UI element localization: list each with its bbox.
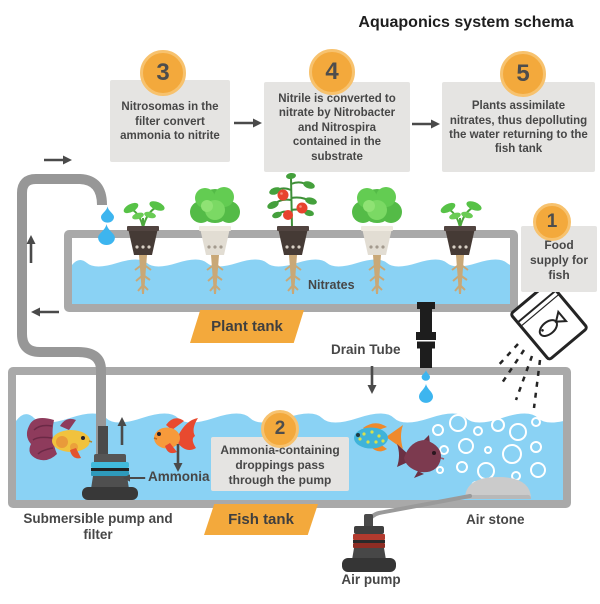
plant-tomato-icon bbox=[267, 172, 317, 294]
fish-guppy-icon bbox=[26, 418, 93, 461]
plant-lettuce-icon bbox=[190, 187, 240, 294]
water-drop-icon bbox=[101, 206, 114, 223]
drain-tube-icon bbox=[416, 302, 436, 403]
flow-arrow-left-icon bbox=[31, 307, 59, 317]
plant-tank-banner: Plant tank bbox=[190, 310, 304, 343]
step-1-badge: 1 bbox=[533, 203, 571, 241]
nitrates-label: Nitrates bbox=[308, 278, 355, 292]
step-4-badge: 4 bbox=[309, 49, 355, 95]
step-arrow-3-4-icon bbox=[234, 118, 262, 128]
step-5-badge: 5 bbox=[500, 51, 546, 97]
fish-blue-spotted-icon bbox=[354, 423, 403, 452]
step-5-box: Plants assimilate nitrates, thus depollu… bbox=[442, 82, 595, 172]
air-pump-icon bbox=[342, 514, 396, 572]
plant-seedling-icon bbox=[440, 201, 482, 294]
tank-arrow-up-icon bbox=[117, 417, 127, 445]
plant-lettuce-icon bbox=[352, 187, 402, 294]
step-2-badge: 2 bbox=[261, 410, 299, 448]
air-stone-label: Air stone bbox=[466, 512, 525, 527]
flow-arrow-right-icon bbox=[44, 155, 72, 165]
page-title: Aquaponics system schema bbox=[358, 14, 574, 31]
fish-tank-banner: Fish tank bbox=[204, 504, 318, 535]
pump-filter-icon bbox=[82, 426, 138, 500]
step-4-box: Nitrile is converted to nitrate by Nitro… bbox=[264, 82, 410, 172]
step-3-badge: 3 bbox=[140, 50, 186, 96]
submersible-pump-label: Submersible pump and filter bbox=[23, 511, 173, 542]
air-pump-label: Air pump bbox=[341, 572, 401, 587]
flow-arrow-up-icon bbox=[26, 235, 36, 263]
drain-arrow-down-icon bbox=[367, 366, 377, 394]
plant-seedling-icon bbox=[123, 201, 165, 294]
fish-dark-icon bbox=[397, 435, 445, 478]
fish-goldfish-icon bbox=[153, 418, 198, 454]
plant-tank-water bbox=[72, 259, 510, 304]
step-arrow-4-5-icon bbox=[412, 119, 440, 129]
water-pipe-icon bbox=[17, 174, 107, 472]
water-drop-icon bbox=[98, 224, 115, 245]
drain-tube-label: Drain Tube bbox=[331, 342, 401, 357]
ammonia-label: Ammonia bbox=[148, 469, 210, 484]
ammonia-arrow-left-icon bbox=[122, 474, 146, 482]
fish-food-packet-icon bbox=[495, 286, 588, 409]
air-stone-icon bbox=[465, 477, 531, 499]
tank-arrow-down-icon bbox=[173, 444, 183, 472]
